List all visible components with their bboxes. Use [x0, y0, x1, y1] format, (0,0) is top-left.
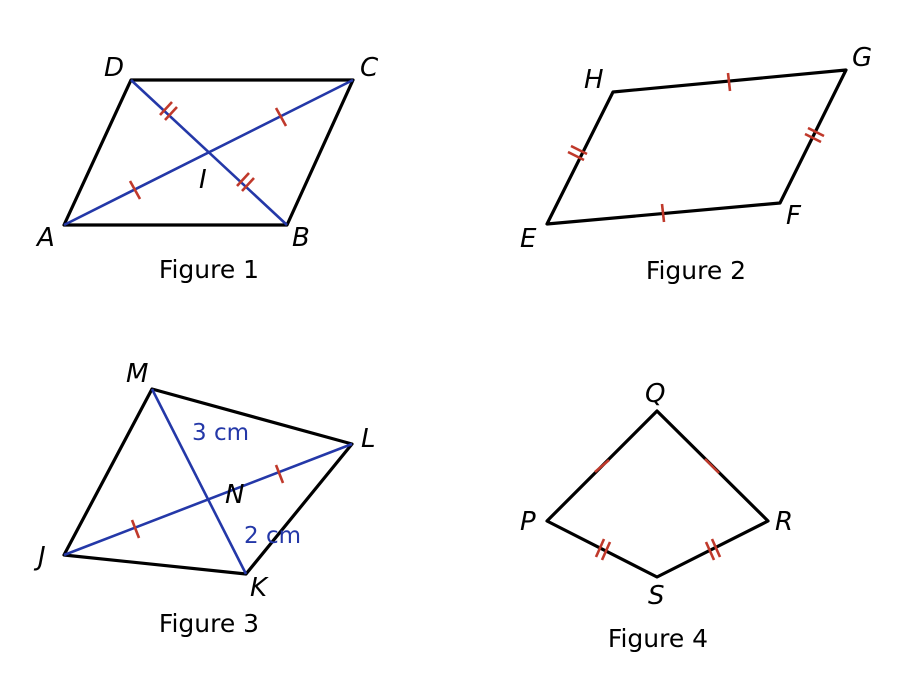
diagonal-db — [130, 79, 288, 226]
caption-figure-3: Figure 3 — [159, 609, 259, 638]
figure-3: 3 cm 2 cm J K L M N Figure 3 — [33, 359, 376, 638]
equal-marks-single — [130, 464, 285, 539]
equal-marks-single — [594, 458, 720, 474]
vertex-label-h: H — [584, 65, 604, 95]
vertex-label-a: A — [35, 223, 55, 253]
vertex-label-j: J — [33, 542, 46, 572]
vertex-label-l: L — [361, 424, 376, 454]
caption-figure-4: Figure 4 — [608, 624, 708, 653]
vertex-label-d: D — [104, 53, 124, 83]
diagonal-mk — [150, 388, 248, 575]
quadrilateral-efgh — [545, 68, 848, 226]
equal-marks-single — [660, 72, 732, 223]
caption-figure-1: Figure 1 — [159, 255, 259, 284]
vertex-label-s: S — [648, 581, 665, 611]
vertex-label-e: E — [520, 224, 537, 254]
vertex-label-m: M — [126, 359, 148, 389]
equal-marks-single — [128, 107, 288, 200]
vertex-label-g: G — [852, 43, 872, 73]
quadrilateral-jklm — [62, 387, 354, 576]
equal-marks-double — [159, 101, 255, 192]
center-label-i: I — [199, 165, 207, 195]
equal-marks-double — [594, 538, 722, 561]
kite-pqrs — [545, 409, 770, 579]
figure-4: P Q R S Figure 4 — [520, 379, 793, 653]
vertex-label-r: R — [775, 507, 793, 537]
measure-nk: 2 cm — [244, 523, 301, 549]
figure-2: E F G H Figure 2 — [520, 43, 872, 285]
vertex-label-k: K — [250, 573, 269, 603]
vertex-label-c: C — [360, 53, 379, 83]
caption-figure-2: Figure 2 — [646, 256, 746, 285]
vertex-label-q: Q — [645, 379, 665, 409]
intersection-label-n: N — [225, 480, 244, 510]
figure-1: A B C D I Figure 1 — [35, 53, 379, 284]
equal-marks-double — [567, 126, 825, 162]
vertex-label-b: B — [292, 223, 310, 253]
vertex-label-f: F — [786, 201, 802, 231]
vertex-label-p: P — [520, 507, 536, 537]
measure-mn: 3 cm — [192, 420, 249, 446]
